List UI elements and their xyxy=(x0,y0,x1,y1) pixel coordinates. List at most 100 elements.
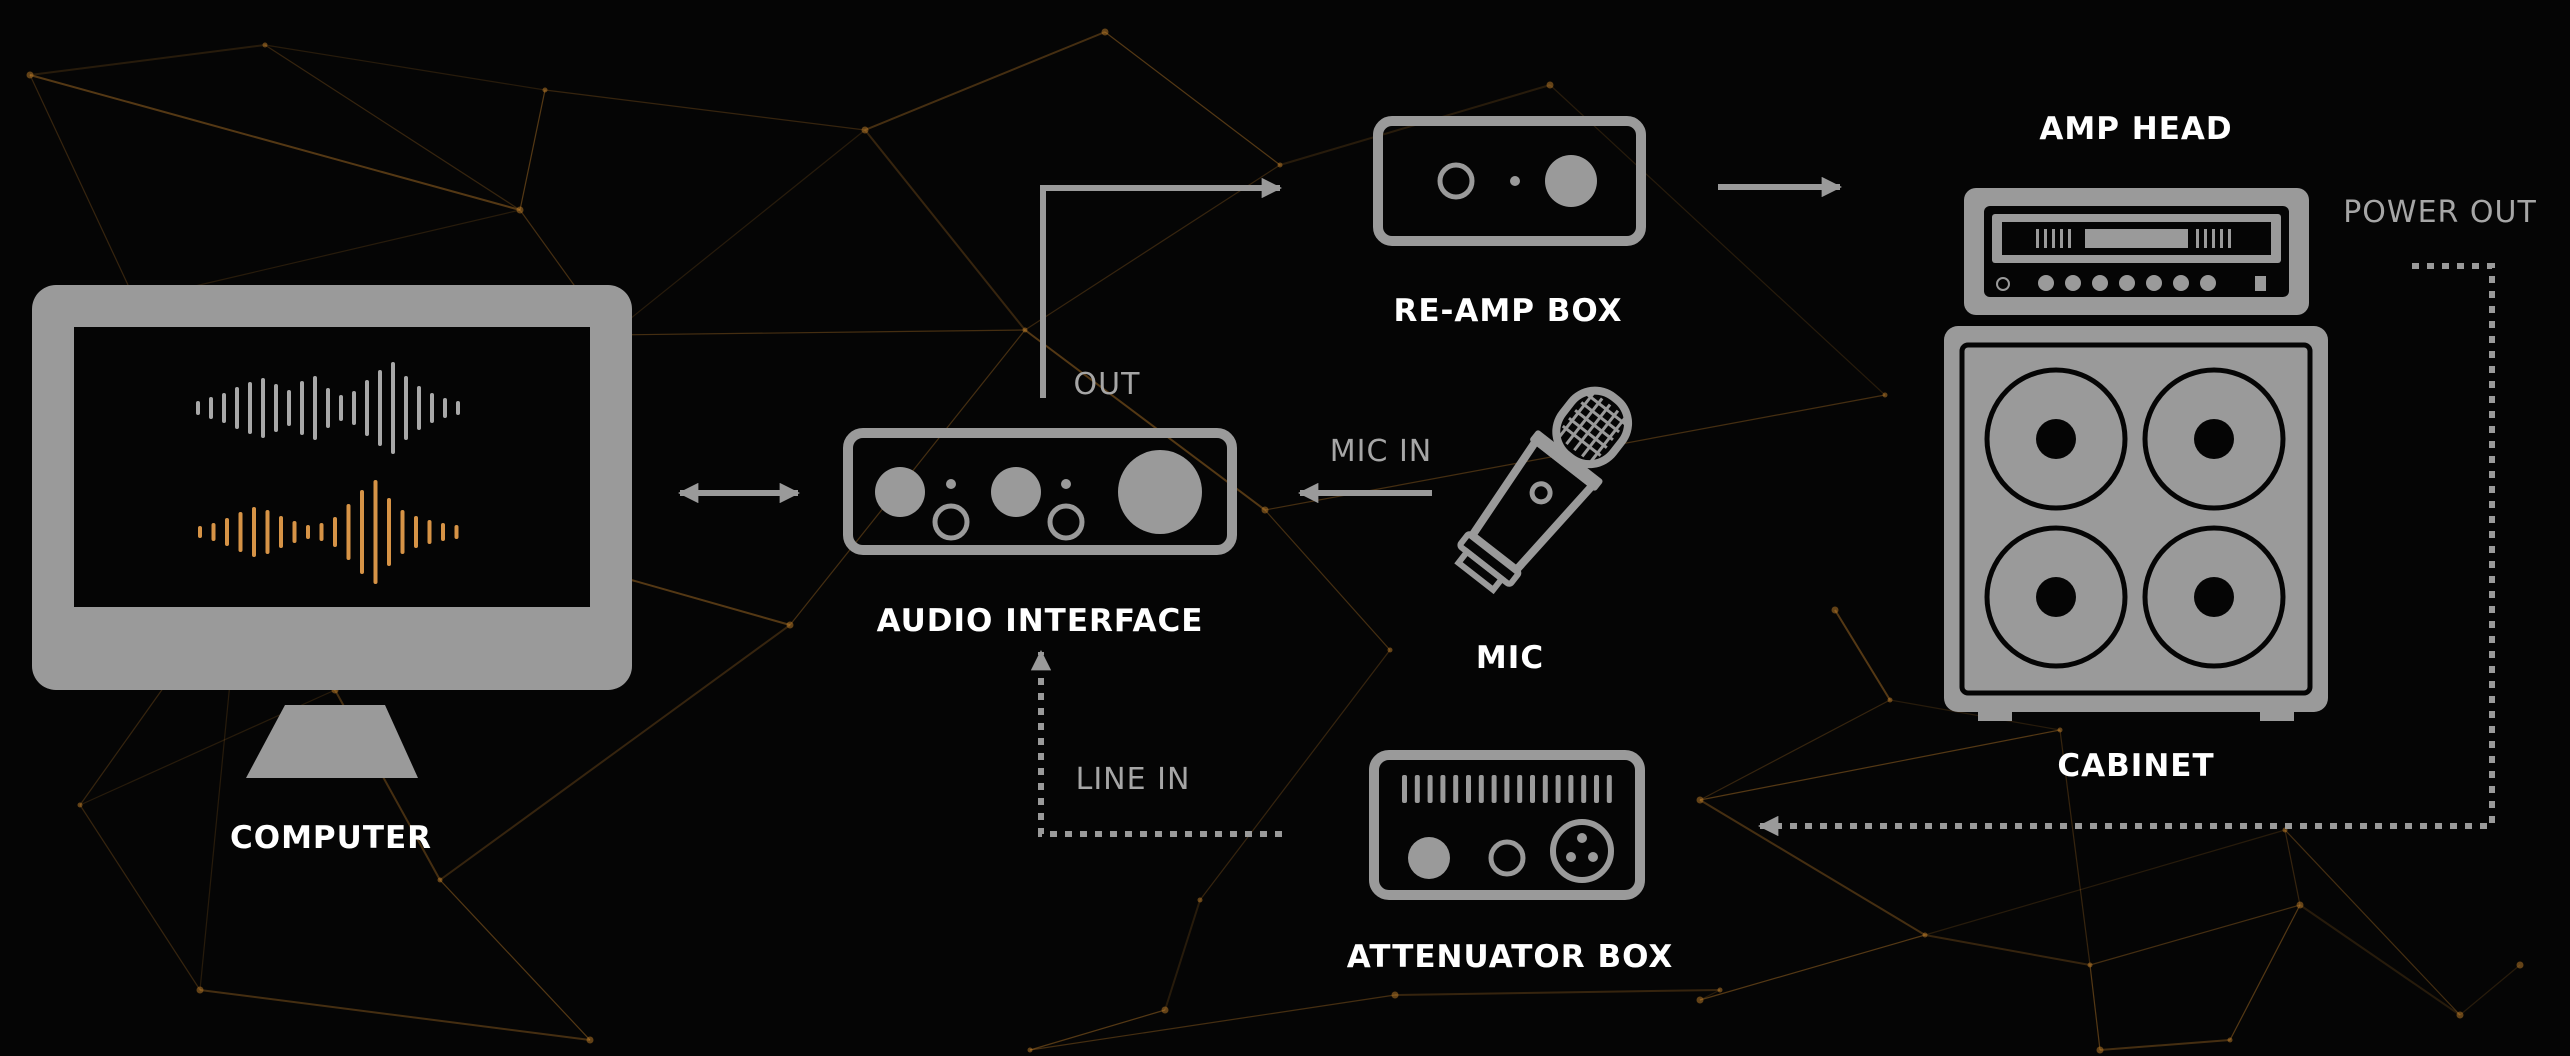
mesh-edge xyxy=(864,129,1026,331)
mesh-edge xyxy=(1549,84,1886,396)
waveform-top xyxy=(196,362,460,454)
mesh-node xyxy=(586,1036,594,1044)
mesh-edge xyxy=(29,44,266,76)
mesh-node xyxy=(786,621,794,629)
line-in-connector xyxy=(1030,649,1282,837)
mesh-node xyxy=(2087,962,2093,968)
mesh-node xyxy=(1887,697,1893,703)
mesh-edge xyxy=(439,879,591,1041)
mesh-edge xyxy=(1924,934,2091,966)
mesh-node xyxy=(1387,647,1393,653)
mesh-edge xyxy=(2299,904,2461,1016)
mesh-node xyxy=(2296,901,2304,909)
mesh-edge xyxy=(199,989,591,1041)
power-out-connector xyxy=(1757,263,2495,837)
mesh-node xyxy=(1696,996,1704,1004)
mesh-edge xyxy=(609,329,1026,336)
mic-in-port-label: MIC IN xyxy=(1329,434,1433,469)
mesh-edge xyxy=(864,31,1106,131)
mesh-edge xyxy=(264,44,546,91)
mesh-edge xyxy=(2284,829,2301,906)
mesh-edge xyxy=(29,74,521,211)
mesh-node xyxy=(196,986,204,994)
mesh-edge xyxy=(1699,934,1926,1001)
mesh-edge xyxy=(2089,904,2301,966)
power-out-port-label: POWER OUT xyxy=(2343,195,2537,230)
mesh-edge xyxy=(439,624,791,881)
mesh-node xyxy=(1161,1006,1169,1014)
mesh-node xyxy=(2057,727,2063,733)
computer-monitor-icon xyxy=(32,285,632,778)
reamp-box-icon xyxy=(1373,116,1646,246)
cabinet-label: CABINET xyxy=(2057,748,2215,784)
mesh-edge xyxy=(1699,799,1926,936)
mesh-node xyxy=(2096,1046,2104,1054)
speaker-cabinet-icon xyxy=(1944,326,2328,721)
audio-interface-label: AUDIO INTERFACE xyxy=(876,603,1204,639)
mesh-edge xyxy=(2059,729,2091,966)
mesh-node xyxy=(1277,162,1283,168)
mesh-edge xyxy=(29,74,136,301)
mesh-node xyxy=(516,206,524,214)
microphone-icon xyxy=(1454,386,1633,595)
mesh-edge xyxy=(79,804,201,991)
mesh-node xyxy=(1696,796,1704,804)
mesh-edge xyxy=(1024,164,1281,331)
mesh-edge xyxy=(1924,829,2286,936)
out-port-label: OUT xyxy=(1073,367,1141,402)
mesh-edge xyxy=(519,89,546,211)
mesh-node xyxy=(77,802,83,808)
mesh-edge xyxy=(1699,729,2061,801)
mesh-node xyxy=(2516,961,2524,969)
mesh-edge xyxy=(1394,989,1721,996)
attenuator-box-icon xyxy=(1369,750,1645,900)
mesh-node xyxy=(1197,897,1203,903)
mesh-node xyxy=(861,126,869,134)
line-in-port-label: LINE IN xyxy=(1075,762,1191,797)
mesh-edge xyxy=(2459,964,2521,1016)
mesh-edge xyxy=(1029,994,1396,1051)
mesh-node xyxy=(1922,932,1928,938)
computer-label: COMPUTER xyxy=(229,820,433,856)
mesh-edge xyxy=(2284,829,2461,1016)
mesh-edge xyxy=(609,129,866,336)
amp-head-label: AMP HEAD xyxy=(2039,111,2233,147)
mesh-node xyxy=(1882,392,1888,398)
amp-head-icon xyxy=(1964,188,2309,315)
mesh-edge xyxy=(1024,329,1266,511)
mesh-node xyxy=(26,71,34,79)
mesh-edge xyxy=(1029,1009,1166,1051)
mesh-edge xyxy=(544,89,866,131)
out-connector xyxy=(1040,177,1283,398)
mesh-node xyxy=(1546,81,1554,89)
mesh-edge xyxy=(1699,989,1721,1001)
mesh-edge xyxy=(1264,509,1391,651)
mesh-node xyxy=(1831,606,1839,614)
mesh-edge xyxy=(1889,699,2061,731)
mesh-node xyxy=(1022,327,1028,333)
mesh-edge xyxy=(1699,699,1891,801)
mesh-node xyxy=(1101,28,1109,36)
mesh-node xyxy=(262,42,268,48)
mesh-edge xyxy=(1199,649,1391,901)
mesh-node xyxy=(1027,1047,1033,1053)
mesh-edge xyxy=(264,44,521,211)
mesh-node xyxy=(1391,991,1399,999)
waveform-bottom xyxy=(198,480,459,584)
attenuator-box-label: ATTENUATOR BOX xyxy=(1346,939,1674,975)
mesh-edge xyxy=(2089,964,2101,1051)
mesh-node xyxy=(1717,987,1723,993)
mesh-node xyxy=(1261,506,1269,514)
mesh-edge xyxy=(2099,1039,2231,1051)
mic-label: MIC xyxy=(1475,640,1545,676)
mesh-node xyxy=(2227,1037,2233,1043)
mesh-edge xyxy=(2229,904,2301,1041)
mesh-node xyxy=(2456,1011,2464,1019)
mesh-edge xyxy=(1104,31,1281,166)
mesh-node xyxy=(542,87,548,93)
mesh-edge xyxy=(1834,609,1891,701)
mesh-node xyxy=(437,877,443,883)
reamp-box-label: RE-AMP BOX xyxy=(1393,293,1623,329)
